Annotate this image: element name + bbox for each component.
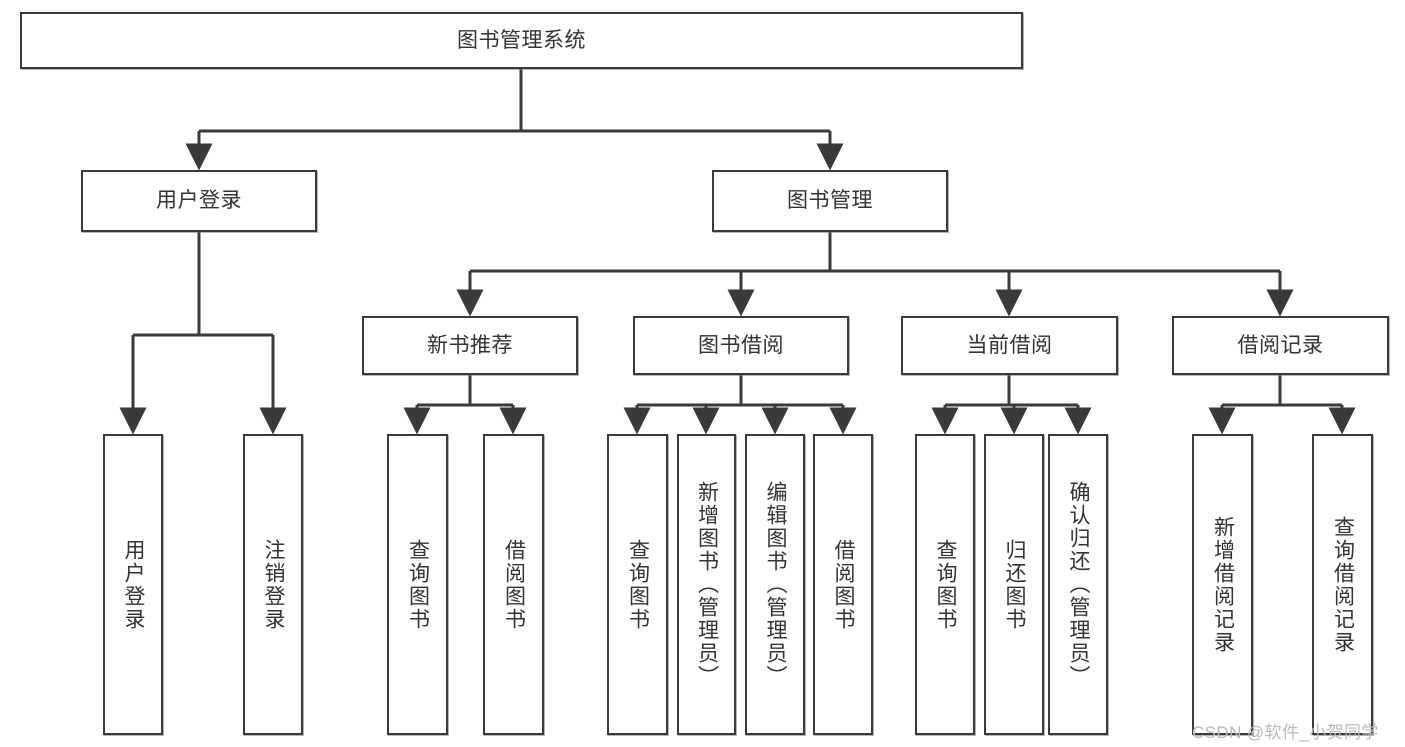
node-label: 图书管理 [787,189,873,213]
node-label: 新书推荐 [427,333,513,357]
node-label: 查询借阅记录 [1331,515,1355,654]
edges-root-to-level2 [185,69,844,171]
edges-userlogin-to-leaves [119,232,287,435]
leaf-return-book[interactable]: 归还图书 [984,434,1044,735]
leaf-add-borrow-record[interactable]: 新增借阅记录 [1192,434,1253,735]
leaf-query-book-current[interactable]: 查询图书 [915,434,975,735]
node-user-login[interactable]: 用户登录 [81,170,317,232]
leaf-query-book-borrow[interactable]: 查询图书 [607,434,668,735]
node-label: 图书借阅 [698,333,784,357]
node-label: 编辑图书（管理员） [764,481,788,688]
node-label: 用户登录 [122,538,146,631]
node-label: 当前借阅 [966,333,1053,357]
edges-record-to-leaves [1208,375,1356,435]
leaf-edit-book-admin[interactable]: 编辑图书（管理员） [745,434,805,735]
node-label: 借阅图书 [832,538,856,631]
leaf-query-borrow-record[interactable]: 查询借阅记录 [1312,434,1373,735]
node-root[interactable]: 图书管理系统 [20,12,1023,69]
node-label: 借阅记录 [1237,333,1324,357]
node-new-book-recommend[interactable]: 新书推荐 [362,316,578,375]
node-label: 新增借阅记录 [1211,515,1235,654]
csdn-watermark: CSDN @软件_小贺同学 [1192,723,1379,742]
node-label: 图书管理系统 [457,28,586,52]
node-label: 查询图书 [406,538,430,631]
node-label: 查询图书 [626,538,650,631]
node-label: 借阅图书 [502,538,526,631]
node-book-management[interactable]: 图书管理 [712,170,948,232]
leaf-borrow-book-recommend[interactable]: 借阅图书 [483,434,544,735]
node-label: 归还图书 [1003,538,1027,631]
leaf-confirm-return-admin[interactable]: 确认归还（管理员） [1048,434,1108,735]
leaf-query-book-recommend[interactable]: 查询图书 [387,434,448,735]
node-current-borrow[interactable]: 当前借阅 [901,316,1118,375]
node-label: 注销登录 [262,538,286,631]
leaf-user-login[interactable]: 用户登录 [103,434,163,735]
node-label: 查询图书 [934,538,958,631]
edges-newbook-to-leaves [403,375,527,435]
edges-current-to-leaves [931,375,1092,435]
leaf-add-book-admin[interactable]: 新增图书（管理员） [677,434,736,735]
node-label: 确认归还（管理员） [1067,481,1091,688]
edges-borrow-to-leaves [623,375,857,435]
leaf-borrow-book[interactable]: 借阅图书 [813,434,873,735]
node-book-borrow[interactable]: 图书借阅 [633,316,849,375]
node-label: 用户登录 [156,189,242,213]
node-borrow-record[interactable]: 借阅记录 [1172,316,1389,375]
node-label: 新增图书（管理员） [695,481,719,688]
edges-bookmgmt-to-level3 [456,232,1294,317]
leaf-logout[interactable]: 注销登录 [243,434,303,735]
